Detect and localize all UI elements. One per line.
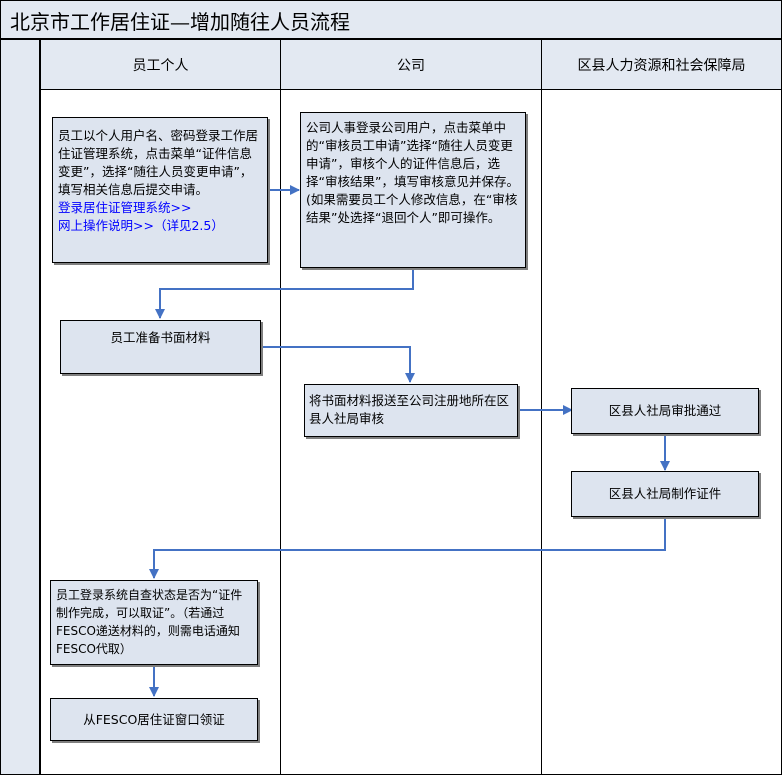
box-bureau-approve: 区县人社局审批通过 [571, 388, 759, 434]
submit-docs-text: 将书面材料报送至公司注册地所在区县人社局审核 [309, 393, 510, 426]
arrow-prepare-to-submit [261, 346, 415, 383]
box-collect-cert: 从FESCO居住证窗口领证 [50, 698, 258, 741]
arrow-make-to-check [149, 517, 666, 579]
bureau-make-cert-text: 区县人社局制作证件 [608, 486, 722, 501]
box-bureau-make-cert: 区县人社局制作证件 [571, 471, 759, 517]
box-prepare-docs: 员工准备书面材料 [60, 320, 261, 374]
box-employee-login: 员工以个人用户名、密码登录工作居住证管理系统，点击菜单“证件信息变更”，选择“随… [52, 117, 268, 263]
company-review-note: (如果需要员工个人修改信息，在“审核结果”处选择“退回个人”即可操作。 [306, 192, 518, 225]
company-review-text: 公司人事登录公司用户，点击菜单中的“审核员工申请”选择“随往人员变更申请”，审核… [306, 120, 519, 189]
box-employee-check: 员工登录系统自查状态是否为“证件制作完成，可以取证”。（若通过FESCO递送材料… [50, 580, 258, 665]
lane-header-bureau: 区县人力资源和社会保障局 [541, 40, 782, 90]
lane-header-company: 公司 [280, 40, 541, 90]
login-system-link[interactable]: 登录居住证管理系统>> [58, 200, 192, 215]
collect-cert-text: 从FESCO居住证窗口领证 [83, 711, 225, 727]
employee-login-text: 员工以个人用户名、密码登录工作居住证管理系统，点击菜单“证件信息变更”，选择“随… [58, 128, 259, 197]
bureau-approve-text: 区县人社局审批通过 [608, 403, 722, 418]
side-strip [0, 40, 40, 775]
arrow-review-to-prepare [155, 268, 414, 319]
box-company-review: 公司人事登录公司用户，点击菜单中的“审核员工申请”选择“随往人员变更申请”，审核… [300, 112, 526, 268]
lane-header-employee: 员工个人 [40, 40, 280, 90]
employee-check-text: 员工登录系统自查状态是否为“证件制作完成，可以取证”。（若通过FESCO递送材料… [56, 588, 243, 656]
box-submit-docs: 将书面材料报送至公司注册地所在区县人社局审核 [304, 384, 518, 437]
title-bar [0, 0, 782, 40]
page-title: 北京市工作居住证—增加随往人员流程 [10, 10, 350, 34]
prepare-docs-text: 员工准备书面材料 [110, 330, 211, 345]
online-guide-link[interactable]: 网上操作说明>>（详见2.5） [58, 218, 224, 233]
